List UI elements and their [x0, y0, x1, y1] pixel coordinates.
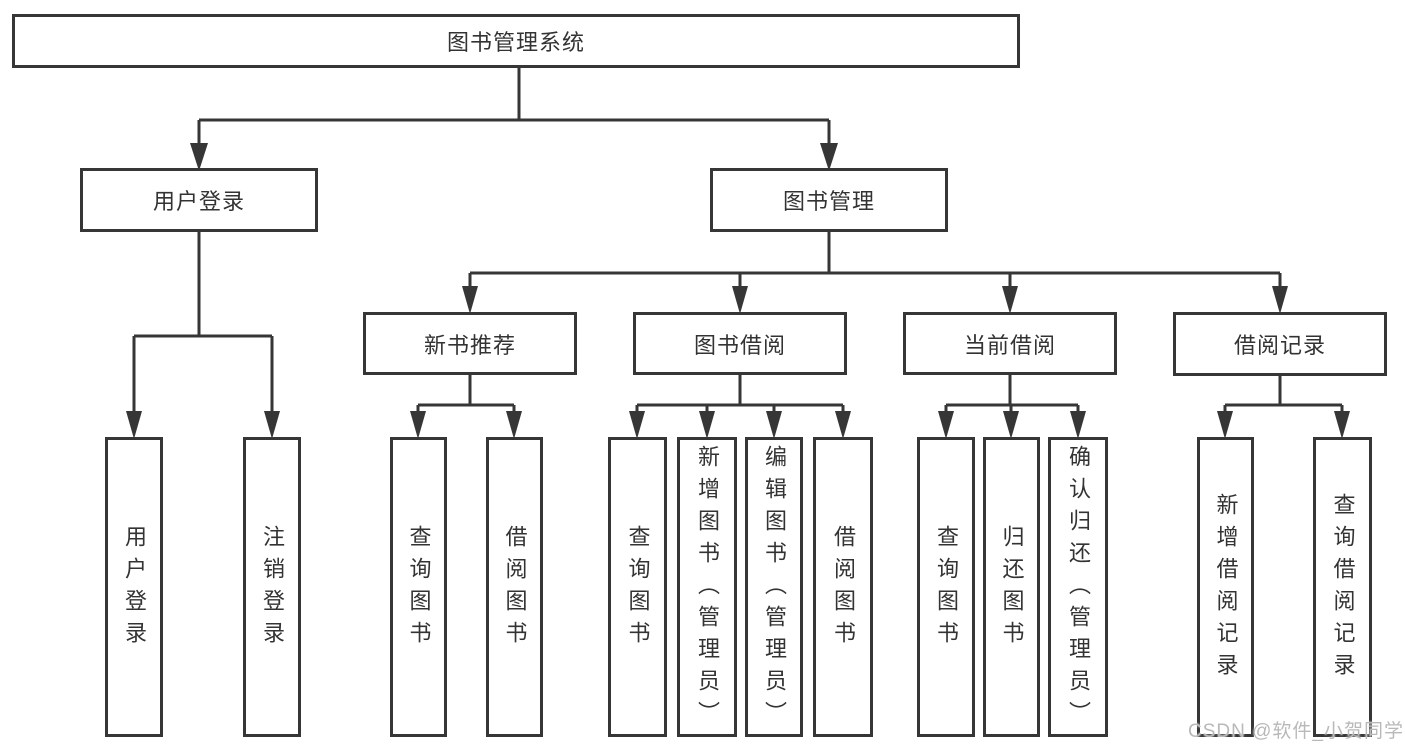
leaf-add-books-admin: 新增图书（管理员）: [677, 437, 737, 737]
node-user-login: 用户登录: [80, 168, 318, 232]
leaf-add-borrow-record: 新增借阅记录: [1197, 437, 1254, 737]
node-book-borrowing: 图书借阅: [633, 312, 847, 375]
node-new-book-recommendation: 新书推荐: [363, 312, 577, 375]
node-root-system: 图书管理系统: [12, 14, 1020, 68]
leaf-logout: 注销登录: [243, 437, 301, 737]
node-book-management: 图书管理: [710, 168, 948, 232]
leaf-return-books: 归还图书: [983, 437, 1040, 737]
leaf-user-login: 用户登录: [105, 437, 163, 737]
leaf-query-books-rec: 查询图书: [390, 437, 447, 737]
leaf-query-books-current: 查询图书: [917, 437, 975, 737]
node-current-borrowing: 当前借阅: [903, 312, 1117, 375]
leaf-query-books-borrow: 查询图书: [608, 437, 667, 737]
node-borrowing-records: 借阅记录: [1173, 312, 1387, 376]
leaf-edit-books-admin: 编辑图书（管理员）: [745, 437, 803, 737]
leaf-confirm-return-admin: 确认归还（管理员）: [1048, 437, 1108, 737]
leaf-query-borrow-record: 查询借阅记录: [1313, 437, 1372, 737]
csdn-watermark: CSDN @软件_小贺同学: [1188, 721, 1404, 742]
leaf-borrow-books-rec: 借阅图书: [486, 437, 543, 737]
leaf-borrow-books-borrow: 借阅图书: [813, 437, 873, 737]
